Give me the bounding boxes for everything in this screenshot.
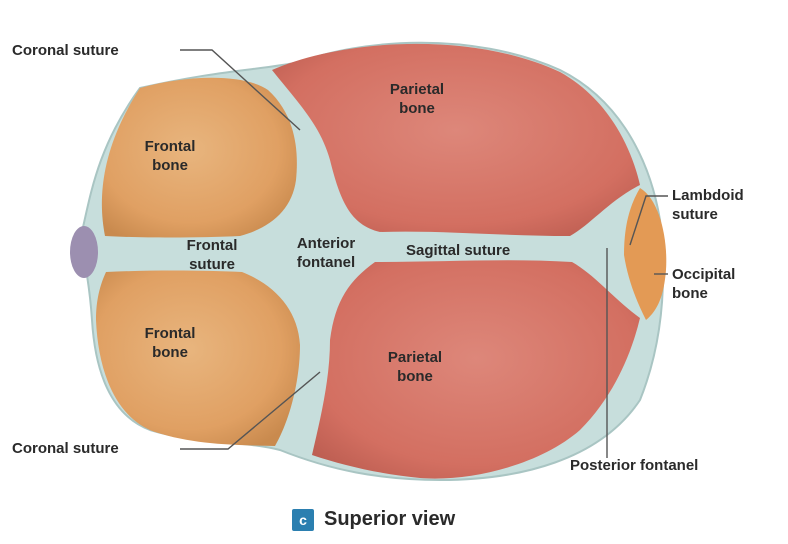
label-frontal-suture: Frontal suture bbox=[187, 236, 238, 274]
caption-badge: c bbox=[292, 509, 314, 531]
label-parietal-bone-top-line2: bone bbox=[390, 99, 444, 118]
label-coronal-suture-bottom: Coronal suture bbox=[12, 439, 119, 458]
label-frontal-bone-bottom-line1: Frontal bbox=[145, 324, 196, 343]
label-lambdoid-suture-line1: Lambdoid bbox=[672, 186, 744, 205]
label-anterior-fontanel-line1: Anterior bbox=[297, 234, 355, 253]
label-frontal-bone-top-line1: Frontal bbox=[145, 137, 196, 156]
label-parietal-bone-bottom: Parietal bone bbox=[388, 348, 442, 386]
caption-text: Superior view bbox=[324, 508, 455, 531]
label-lambdoid-suture: Lambdoid suture bbox=[672, 186, 744, 224]
label-anterior-fontanel-line2: fontanel bbox=[297, 253, 355, 272]
label-occipital-bone-line1: Occipital bbox=[672, 265, 735, 284]
label-frontal-bone-top: Frontal bone bbox=[145, 137, 196, 175]
label-frontal-bone-bottom-line2: bone bbox=[145, 343, 196, 362]
label-parietal-bone-bottom-line1: Parietal bbox=[388, 348, 442, 367]
nasal-bump bbox=[70, 226, 98, 278]
label-occipital-bone-line2: bone bbox=[672, 284, 735, 303]
label-frontal-suture-line1: Frontal bbox=[187, 236, 238, 255]
label-coronal-suture-top: Coronal suture bbox=[12, 41, 119, 60]
label-parietal-bone-top: Parietal bone bbox=[390, 80, 444, 118]
label-sagittal-suture: Sagittal suture bbox=[406, 241, 510, 260]
figure-caption: c Superior view bbox=[292, 508, 455, 531]
label-posterior-fontanel: Posterior fontanel bbox=[570, 456, 698, 475]
label-parietal-bone-top-line1: Parietal bbox=[390, 80, 444, 99]
label-occipital-bone: Occipital bone bbox=[672, 265, 735, 303]
label-lambdoid-suture-line2: suture bbox=[672, 205, 744, 224]
label-frontal-suture-line2: suture bbox=[187, 255, 238, 274]
label-anterior-fontanel: Anterior fontanel bbox=[297, 234, 355, 272]
label-frontal-bone-top-line2: bone bbox=[145, 156, 196, 175]
label-frontal-bone-bottom: Frontal bone bbox=[145, 324, 196, 362]
label-parietal-bone-bottom-line2: bone bbox=[388, 367, 442, 386]
frontal-bone-bottom-shape bbox=[96, 271, 300, 447]
